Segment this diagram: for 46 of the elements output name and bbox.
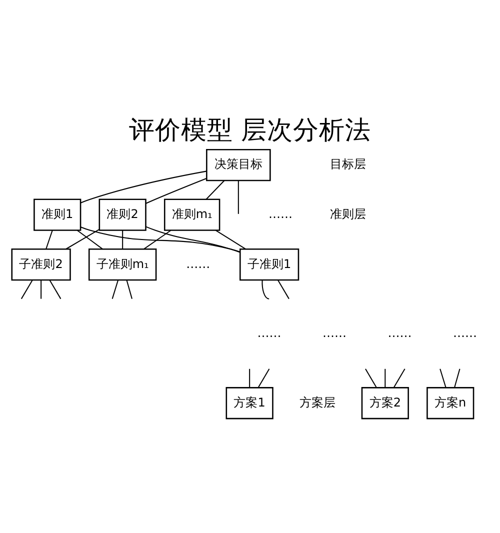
node-box: 准则2 — [98, 198, 146, 231]
connector — [20, 280, 33, 300]
node-box: 子准则m₁ — [88, 248, 157, 281]
connector — [365, 368, 377, 388]
connector — [80, 170, 207, 204]
label: 目标层 — [330, 157, 366, 172]
label: …… — [186, 256, 210, 271]
connector — [46, 230, 53, 250]
connector — [126, 280, 132, 299]
connector — [258, 368, 270, 388]
connector — [238, 180, 239, 214]
connector — [40, 280, 42, 299]
diagram-title: 评价模型 层次分析法 — [128, 115, 372, 146]
connector — [262, 280, 270, 300]
connector — [440, 368, 446, 388]
connector — [393, 368, 406, 388]
node-box: 决策目标 — [206, 148, 271, 182]
node-box: 方案n — [426, 387, 474, 420]
node-box: 方案2 — [361, 387, 409, 420]
connector — [146, 226, 240, 253]
connector — [146, 178, 206, 204]
label: …… — [257, 326, 282, 340]
label: 准则层 — [330, 207, 366, 221]
connector — [384, 368, 386, 388]
connector — [112, 280, 119, 299]
label: …… — [268, 207, 292, 221]
connector — [206, 180, 225, 200]
node-box: 子准则2 — [11, 248, 71, 281]
connector — [215, 230, 246, 250]
connector — [278, 280, 290, 300]
connector — [76, 230, 104, 250]
node-box: 准则1 — [34, 198, 82, 231]
connector — [66, 229, 100, 250]
node-box: 准则m₁ — [164, 198, 220, 231]
label: 方案层 — [299, 395, 336, 410]
connector — [122, 230, 124, 250]
connector — [143, 230, 172, 250]
connector — [249, 368, 250, 388]
node-box: 方案1 — [226, 387, 274, 420]
label: …… — [452, 326, 477, 340]
connector — [454, 368, 460, 388]
connector — [49, 280, 62, 300]
label: …… — [388, 326, 412, 340]
connector — [80, 226, 240, 252]
label: …… — [322, 326, 347, 340]
node-box: 子准则1 — [239, 248, 300, 281]
